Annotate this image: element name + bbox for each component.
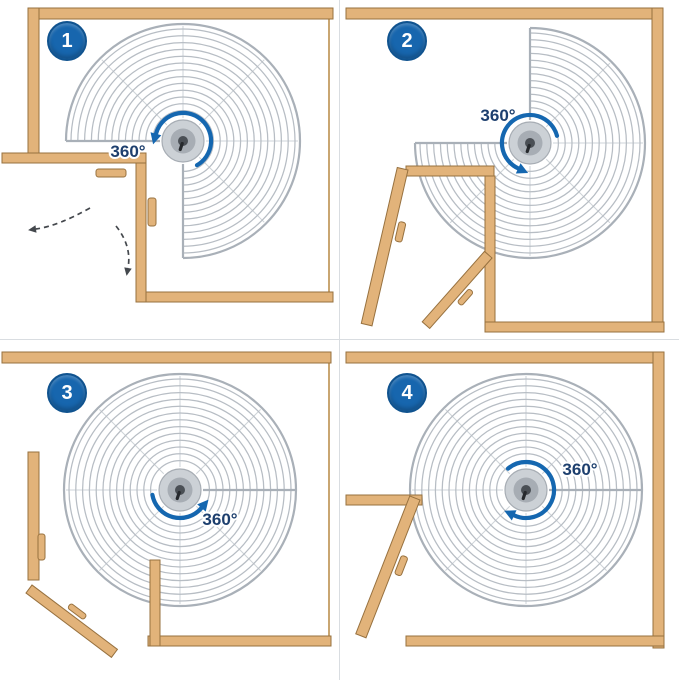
door-handle bbox=[95, 168, 127, 178]
rotation-arrow-icon bbox=[150, 492, 209, 521]
rotation-label: 360° bbox=[110, 142, 145, 161]
shelf-hub bbox=[508, 121, 552, 165]
step-3-number: 3 bbox=[61, 381, 73, 404]
rotation-label: 360° bbox=[562, 460, 597, 479]
cabinet-door bbox=[355, 495, 421, 639]
panel-1-art bbox=[1, 7, 334, 303]
door-handle bbox=[394, 221, 407, 243]
panel-4-art bbox=[345, 351, 665, 649]
shelf-hub bbox=[158, 468, 202, 512]
panel-step-2: 360° 2 bbox=[340, 0, 679, 340]
rotation-arrow-icon bbox=[499, 112, 560, 174]
cabinet-wood bbox=[345, 7, 665, 333]
step-2-number: 2 bbox=[401, 29, 413, 52]
step-2-badge: 2 bbox=[387, 21, 427, 61]
door-handle bbox=[457, 288, 474, 306]
step-3-badge: 3 bbox=[47, 373, 87, 413]
step-1-badge: 1 bbox=[47, 21, 87, 61]
panel-step-4: 360° 4 bbox=[340, 340, 679, 680]
cabinet-wood bbox=[1, 351, 332, 659]
cabinet-wood bbox=[1, 7, 334, 303]
panel-3-art bbox=[1, 351, 332, 659]
rotation-label: 360° bbox=[480, 106, 515, 125]
rotation-label: 360° bbox=[202, 510, 237, 529]
door-handle bbox=[394, 555, 408, 577]
wire-shelf bbox=[408, 372, 644, 608]
wire-shelf bbox=[64, 22, 302, 260]
step-4-number: 4 bbox=[401, 381, 413, 404]
rotation-arrow-icon bbox=[150, 110, 214, 168]
door-handle bbox=[147, 197, 157, 227]
panel-3-illustration: 360° bbox=[1, 351, 332, 659]
door-handle bbox=[67, 603, 87, 620]
door-handle bbox=[37, 533, 46, 561]
door-swing-arrows bbox=[28, 207, 132, 276]
shelf-hub bbox=[161, 119, 205, 163]
panel-1-illustration: 360° bbox=[1, 7, 334, 303]
wire-shelf bbox=[62, 372, 298, 608]
cabinet-door bbox=[360, 166, 409, 327]
panel-4-illustration: 360° bbox=[345, 351, 665, 649]
panel-2-art bbox=[345, 7, 665, 333]
cabinet-wood bbox=[345, 351, 665, 649]
cabinet-door bbox=[25, 584, 119, 659]
rotation-arrow-icon bbox=[504, 459, 557, 521]
panel-step-1: 360° 1 bbox=[0, 0, 340, 340]
step-1-number: 1 bbox=[61, 29, 73, 52]
cabinet-door bbox=[421, 250, 493, 330]
step-4-badge: 4 bbox=[387, 373, 427, 413]
shelf-hub bbox=[504, 468, 548, 512]
panel-step-3: 360° 3 bbox=[0, 340, 340, 680]
panel-2-illustration: 360° bbox=[345, 7, 665, 333]
